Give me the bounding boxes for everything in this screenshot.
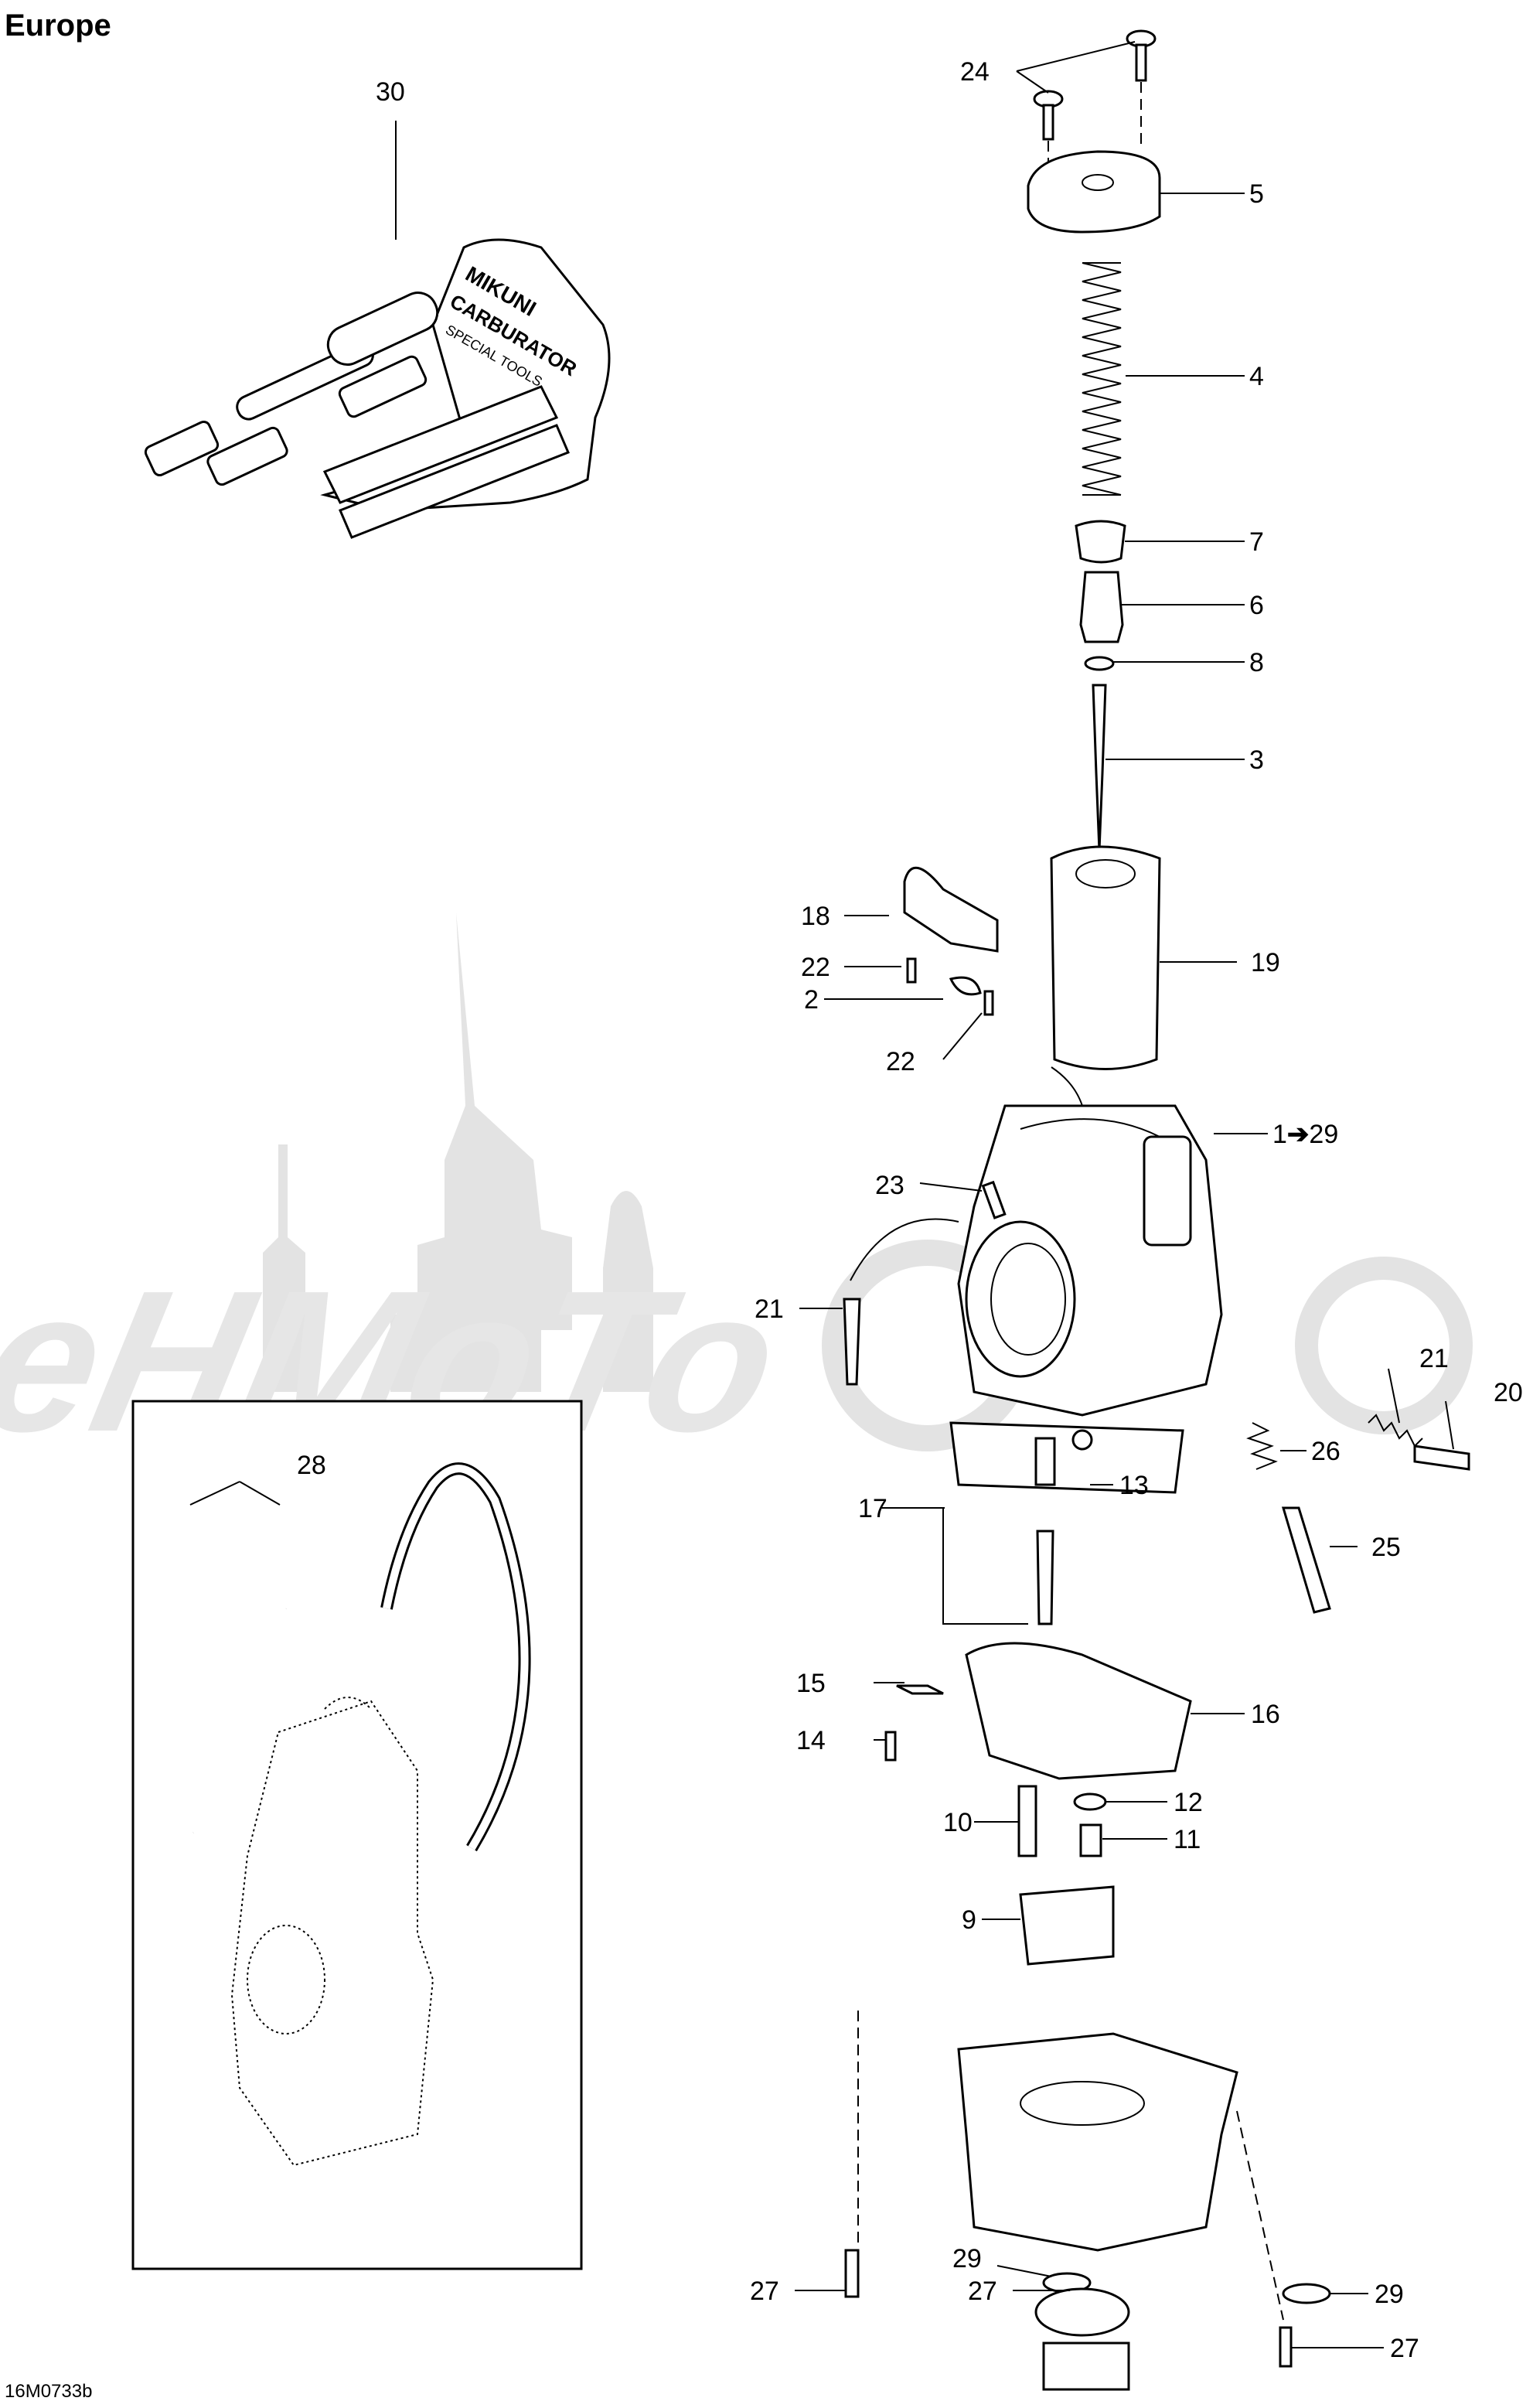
screw-24-right (1126, 29, 1157, 82)
label-5: 5 (1249, 179, 1264, 209)
label-1: 1➔29 (1272, 1120, 1338, 1149)
part-13-jet-nut (1071, 1429, 1093, 1451)
part-4-throttle-spring (1082, 262, 1122, 496)
part-2-clip (949, 976, 982, 996)
label-9: 9 (962, 1905, 976, 1935)
screw-24-left (1033, 90, 1064, 141)
label-21-a: 21 (755, 1294, 784, 1324)
part-16-float (965, 1642, 1192, 1780)
label-20: 20 (1494, 1378, 1523, 1407)
part-28-hose-left-inner (175, 1494, 291, 1834)
part-26-spring (1246, 1422, 1278, 1470)
screw-22-b (983, 990, 994, 1016)
watermark: AeHMoTo (0, 912, 1473, 1473)
label-8: 8 (1249, 648, 1264, 677)
label-26: 26 (1311, 1437, 1341, 1466)
label-27-a: 27 (750, 2277, 779, 2306)
label-11: 11 (1174, 1825, 1201, 1854)
label-29-a: 29 (952, 2244, 982, 2273)
label-14: 14 (796, 1726, 826, 1755)
watermark-cathedral (390, 912, 572, 1392)
tool-wrench-2 (339, 424, 570, 539)
label-22-a: 22 (801, 953, 830, 982)
part-27-screw-c (1279, 2326, 1293, 2368)
watermark-tower (263, 1144, 305, 1392)
label-24: 24 (960, 57, 990, 87)
watermark-dome (603, 1191, 653, 1392)
inset-hoses (131, 1400, 583, 2270)
label-16: 16 (1251, 1700, 1280, 1729)
label-7: 7 (1249, 527, 1264, 557)
label-27-b: 27 (968, 2277, 997, 2306)
part-1-carburetor-body (957, 1104, 1223, 1417)
part-8-e-clip (1084, 656, 1115, 671)
label-6: 6 (1249, 591, 1264, 620)
part-23-air-jet (981, 1180, 1007, 1219)
part-28-hose-right-inner (383, 1465, 529, 1850)
part-14-screw (884, 1731, 897, 1762)
tool-socket-3 (338, 355, 428, 418)
tool-wrench (322, 385, 559, 504)
callout-labels: 30 24 5 4 7 6 8 3 18 19 22 2 22 1➔29 23 … (297, 57, 1523, 2363)
part-3-jet-needle (1092, 684, 1107, 851)
label-29-b: 29 (1375, 2280, 1404, 2309)
part-float-bowl (957, 2032, 1238, 2252)
label-19: 19 (1251, 948, 1280, 977)
part-12-washer (1073, 1792, 1107, 1811)
part-17-main-jet (1036, 1530, 1054, 1625)
part-27-screw-a (844, 2249, 860, 2298)
part-6-needle-holder (1079, 571, 1124, 643)
label-28: 28 (297, 1451, 326, 1480)
part-9-baffle (1019, 1885, 1115, 1966)
tool-socket-2 (206, 426, 288, 486)
label-18: 18 (801, 902, 830, 931)
label-15: 15 (796, 1669, 826, 1698)
label-30: 30 (376, 77, 405, 107)
label-3: 3 (1249, 745, 1264, 775)
part-25-idle-screw (1281, 1506, 1331, 1614)
part-17-needle-jet (1034, 1437, 1056, 1486)
tool-handle (326, 292, 439, 366)
part-drain-plug (1042, 2341, 1130, 2391)
part-29-gasket-b (1282, 2283, 1331, 2304)
part-18-bracket (903, 866, 999, 953)
label-13: 13 (1119, 1471, 1149, 1500)
page-title: Europe (5, 9, 111, 43)
label-25: 25 (1371, 1533, 1401, 1562)
label-21-b: 21 (1419, 1344, 1449, 1373)
label-22-b: 22 (886, 1047, 915, 1076)
tool-socket-1 (144, 420, 220, 477)
part-10-needle-valve (1017, 1785, 1037, 1857)
label-10: 10 (943, 1808, 973, 1837)
part-o-ring (1034, 2287, 1130, 2337)
mikuni-tool-kit: MIKUNI CARBURATOR SPECIAL TOOLS (144, 238, 611, 539)
inset-carburetor-outline (230, 1700, 434, 2167)
part-20-air-screw (1413, 1444, 1470, 1471)
diagram-code: 16M0733b (5, 2381, 92, 2402)
label-2: 2 (804, 985, 819, 1015)
inset-frame (131, 1400, 583, 2270)
label-27-c: 27 (1390, 2334, 1419, 2363)
part-11-valve-seat (1079, 1823, 1102, 1857)
part-21-spring-right (1368, 1414, 1423, 1448)
label-23: 23 (875, 1171, 904, 1200)
label-4: 4 (1249, 362, 1264, 391)
watermark-wheel-front (1295, 1257, 1473, 1434)
label-17: 17 (858, 1494, 887, 1523)
part-15-float-pin (896, 1684, 944, 1695)
leader-lines (189, 41, 1454, 2348)
bracket-17 (942, 1508, 1028, 1625)
part-5-mixing-chamber-cap (1027, 150, 1161, 234)
part-21-pilot-screw-left (843, 1298, 861, 1386)
part-19-throttle-valve (1050, 845, 1161, 1070)
screw-22-a (906, 957, 917, 984)
part-gasket-plate (949, 1421, 1184, 1494)
carburetor-assembly (843, 29, 1470, 2391)
label-12: 12 (1174, 1788, 1203, 1817)
part-7-seal (1075, 520, 1126, 564)
